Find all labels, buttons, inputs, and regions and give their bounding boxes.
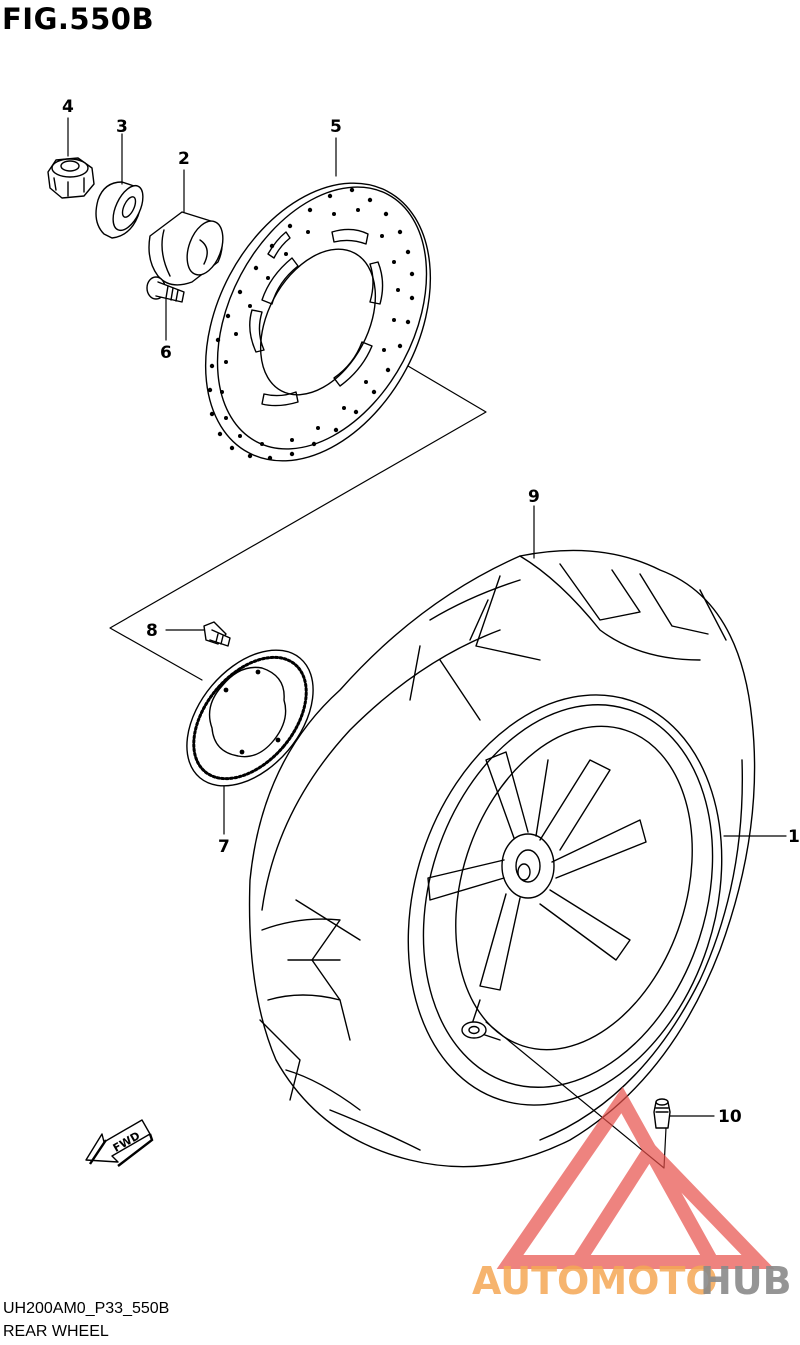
nut-part — [47, 157, 95, 199]
ring-bolt-part — [165, 621, 231, 647]
callout-6: 6 — [160, 343, 172, 363]
callout-labels: 4 3 2 5 6 8 7 9 1 10 — [62, 97, 800, 1127]
figure-name: REAR WHEEL — [3, 1323, 109, 1340]
callout-1: 1 — [788, 827, 800, 847]
figure-title: FIG.550B — [2, 2, 155, 36]
watermark-part2: HUB — [700, 1259, 792, 1303]
callout-9: 9 — [528, 487, 540, 507]
callout-7: 7 — [218, 837, 230, 857]
triangle-logo-icon — [496, 1086, 775, 1269]
watermark-part1: AUTOMOTO — [472, 1259, 718, 1303]
assembly-line — [109, 365, 487, 681]
callout-2: 2 — [178, 149, 190, 169]
spacer-part — [148, 211, 224, 286]
disc-bolt-part — [146, 276, 185, 303]
callout-5: 5 — [330, 117, 342, 137]
callout-10: 10 — [718, 1107, 742, 1127]
callout-4: 4 — [62, 97, 74, 117]
watermark-brand: AUTOMOTO HUB — [472, 1259, 792, 1303]
fwd-arrow-icon: FWD — [85, 1119, 154, 1167]
wheel-and-tire-part — [248, 549, 756, 1168]
callout-3: 3 — [116, 117, 128, 137]
valve-part — [653, 1098, 671, 1129]
collar-part — [95, 181, 144, 239]
callout-8: 8 — [146, 621, 158, 641]
figure-code: UH200AM0_P33_550B — [3, 1300, 170, 1317]
brake-disc-part — [204, 182, 432, 462]
abs-sensor-ring-part — [186, 649, 314, 787]
